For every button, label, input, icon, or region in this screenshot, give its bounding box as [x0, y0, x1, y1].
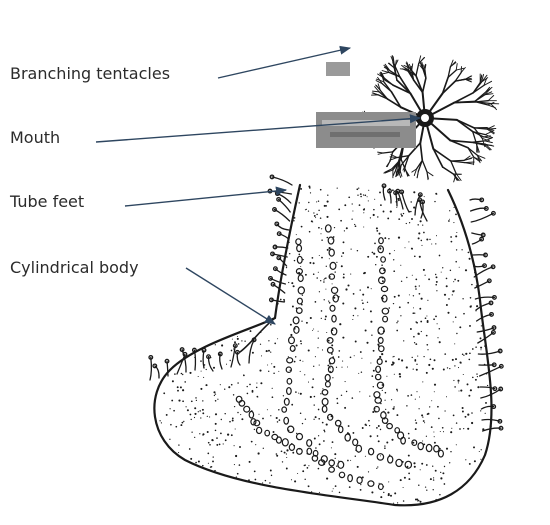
blurred-patch-mouth-inner [322, 120, 410, 126]
blurred-patch-small [326, 62, 350, 76]
arrow-tube-feet [125, 190, 286, 206]
blurred-patch-mouth-inner2 [330, 132, 400, 137]
label-cylindrical-body: Cylindrical body [10, 258, 139, 277]
blurred-patch-mouth [316, 112, 416, 148]
arrow-body [186, 268, 275, 324]
label-tube-feet: Tube feet [10, 192, 84, 211]
label-branching-tentacles: Branching tentacles [10, 64, 170, 83]
label-mouth: Mouth [10, 128, 60, 147]
tube-feet-fringe [149, 175, 503, 431]
